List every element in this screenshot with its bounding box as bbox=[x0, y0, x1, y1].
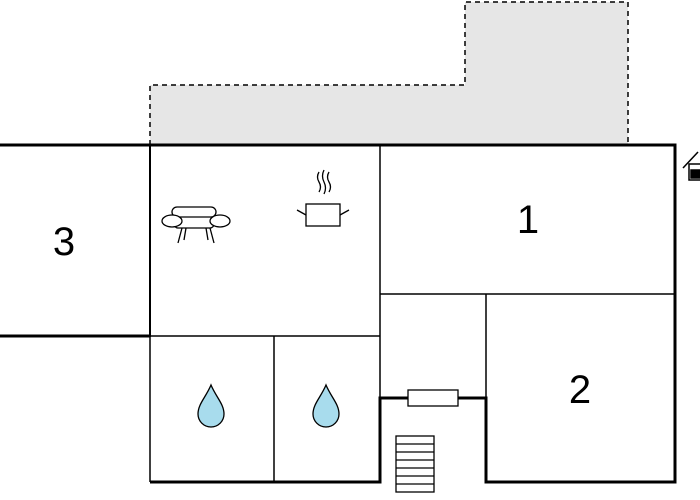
room-1: 1 bbox=[517, 198, 539, 242]
radiator-icon bbox=[380, 389, 486, 407]
interior-walls bbox=[149, 145, 675, 482]
house-entrance-icon bbox=[682, 151, 700, 181]
terrace-area bbox=[149, 1, 629, 146]
main-outer-walls bbox=[150, 143, 677, 484]
room-1-label: 1 bbox=[517, 198, 539, 242]
room-2-label: 2 bbox=[569, 368, 591, 412]
staircase-icon bbox=[395, 435, 435, 493]
cooking-pot-icon bbox=[296, 169, 350, 227]
room-3: 3 bbox=[0, 144, 151, 337]
room-3-label: 3 bbox=[53, 220, 75, 264]
room-2: 2 bbox=[569, 368, 591, 412]
water-drop-icon bbox=[312, 383, 340, 428]
water-drop-icon bbox=[197, 383, 225, 428]
sofa-icon bbox=[161, 206, 231, 244]
